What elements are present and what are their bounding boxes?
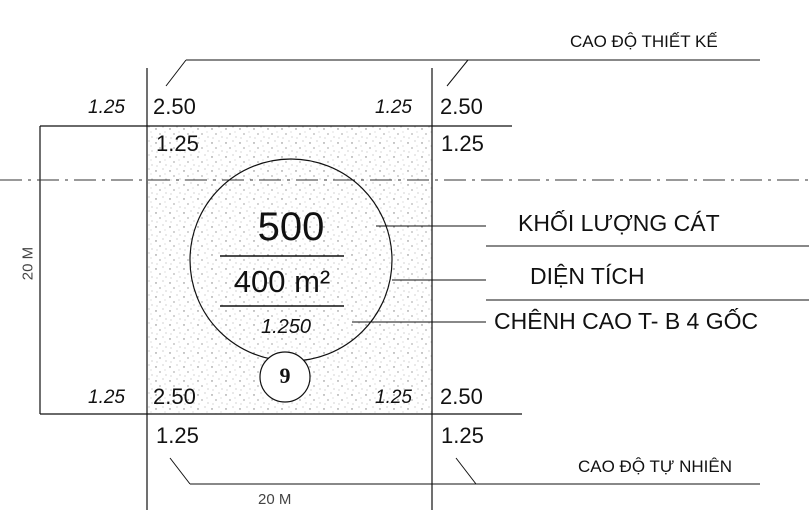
corner-bl-natural: 1.25 (156, 423, 199, 448)
corner-tr-design: 2.50 (440, 94, 483, 119)
height-dimension: 20 M (19, 246, 37, 281)
width-dimension: 20 M (258, 491, 292, 508)
height-diff-label: CHÊNH CAO T- B 4 GỐC (494, 308, 759, 334)
corner-br-design: 2.50 (440, 384, 483, 409)
corner-bl-design: 2.50 (153, 384, 196, 409)
corner-bl-diff: 1.25 (88, 387, 125, 408)
design-elevation-label: CAO ĐỘ THIẾT KẾ (570, 32, 718, 51)
design-leader-right (446, 59, 469, 87)
avg-diff-value: 1.250 (260, 316, 312, 338)
natural-leader-right (455, 457, 477, 485)
design-leader-left (165, 59, 187, 87)
natural-leader-left (169, 457, 191, 485)
natural-elevation-label: CAO ĐỘ TỰ NHIÊN (578, 457, 732, 476)
corner-tr-diff: 1.25 (375, 97, 412, 118)
sand-volume-value: 500 (257, 205, 325, 249)
area-value: 400 m² (233, 264, 331, 299)
sand-volume-label: KHỐI LƯỢNG CÁT (518, 210, 720, 236)
corner-br-natural: 1.25 (441, 423, 484, 448)
corner-tr-natural: 1.25 (441, 131, 484, 156)
corner-tl-natural: 1.25 (156, 131, 199, 156)
corner-br-diff: 1.25 (375, 387, 412, 408)
cell-index: 9 (279, 363, 291, 388)
area-label: DIỆN TÍCH (530, 263, 645, 289)
corner-tl-design: 2.50 (153, 94, 196, 119)
corner-tl-diff: 1.25 (88, 97, 125, 118)
index-circle (259, 351, 311, 403)
